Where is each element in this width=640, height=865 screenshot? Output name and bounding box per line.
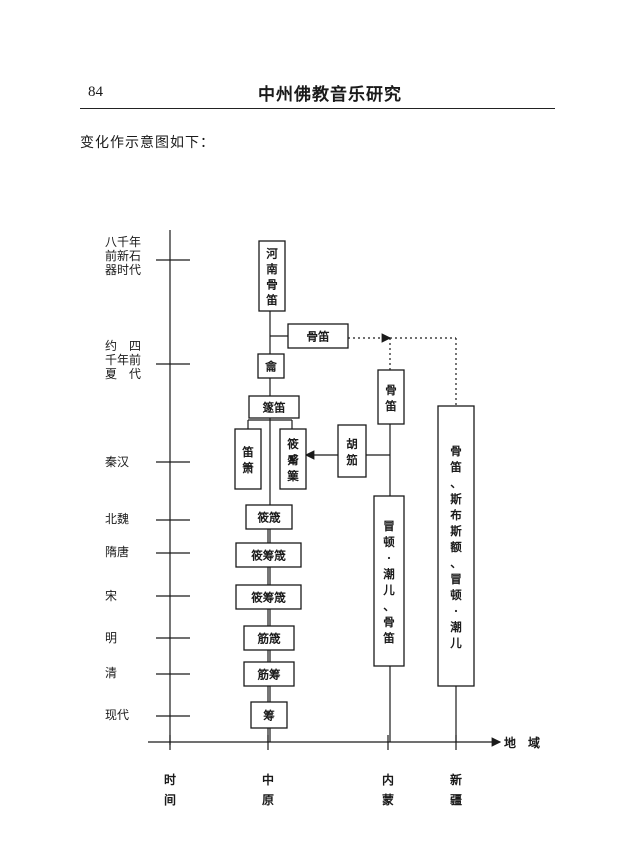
region-column-label: 时 — [164, 772, 176, 787]
instrument-box-label: 冒顿·潮儿、骨笛 — [382, 519, 395, 645]
instrument-box: 筱筬 — [245, 504, 293, 530]
instrument-box: 龠 — [257, 353, 285, 379]
book-title: 中州佛教音乐研究 — [258, 85, 402, 105]
time-period-label: 清 — [105, 666, 117, 680]
time-period-label: 约 四 — [105, 338, 141, 353]
instrument-box-label: 骨笛、斯布斯额、冒顿·潮儿 — [449, 444, 462, 650]
region-column-label: 原 — [262, 793, 274, 807]
time-period-label: 宋 — [105, 588, 117, 603]
instrument-box-label: 筱筹筬 — [251, 549, 286, 563]
instrument-boxes: 河南骨笛骨笛龠篴笛笛箫筱觱篥胡笳骨笛骨笛、斯布斯额、冒顿·潮儿筱筬筱筹筬筱筹筬筋… — [234, 240, 475, 729]
instrument-box: 骨笛、斯布斯额、冒顿·潮儿 — [437, 405, 475, 687]
instrument-box-label: 筋筹 — [257, 668, 281, 682]
region-column-label: 中 — [262, 772, 274, 787]
region-axis-label: 地 域 — [504, 735, 540, 750]
instrument-box-label: 河南骨笛 — [265, 247, 278, 308]
time-period-label: 千年前 — [105, 352, 141, 367]
region-column-label: 间 — [164, 792, 176, 807]
instrument-box: 冒顿·潮儿、骨笛 — [373, 495, 405, 667]
instrument-box-label: 筹 — [263, 709, 275, 723]
time-period-label: 秦汉 — [105, 455, 129, 469]
instrument-box: 河南骨笛 — [258, 240, 286, 312]
time-period-label: 北魏 — [105, 511, 129, 526]
instrument-box-frame — [337, 424, 367, 478]
time-period-label: 夏 代 — [105, 367, 141, 381]
instrument-box: 筱觱篥 — [279, 428, 307, 490]
instrument-box: 筹 — [250, 701, 288, 729]
region-column-label: 蒙 — [382, 792, 394, 807]
time-period-label: 前新石 — [105, 248, 141, 263]
instrument-box-label: 骨笛 — [307, 330, 330, 344]
instrument-box-label: 筱筹筬 — [251, 591, 286, 605]
page-number: 84 — [88, 84, 103, 100]
instrument-box: 筋筬 — [243, 625, 295, 651]
instrument-box-frame — [235, 542, 302, 568]
time-period-label: 隋唐 — [105, 544, 129, 559]
region-column-label: 内 — [382, 772, 394, 787]
instrument-box-frame — [257, 353, 285, 379]
intro-text: 变化作示意图如下： — [80, 135, 215, 151]
instrument-box-frame — [373, 495, 405, 667]
region-column-label: 新 — [450, 772, 462, 787]
instrument-box-label: 龠 — [264, 360, 277, 374]
instrument-box-frame — [258, 240, 286, 312]
instrument-box-frame — [437, 405, 475, 687]
header-rule — [80, 108, 555, 109]
instrument-box-label: 筱筬 — [258, 511, 281, 525]
time-period-label: 明 — [105, 631, 117, 645]
instrument-box-frame — [235, 584, 302, 610]
instrument-box-frame — [377, 369, 405, 425]
instrument-box-frame — [243, 625, 295, 651]
instrument-box-label: 笛箫 — [241, 445, 254, 475]
instrument-box-frame — [245, 504, 293, 530]
instrument-box-label: 筱觱篥 — [286, 437, 299, 483]
instrument-box: 筋筹 — [243, 661, 295, 687]
instrument-box-frame — [243, 661, 295, 687]
instrument-box: 篴笛 — [248, 395, 300, 419]
time-period-label: 器时代 — [105, 263, 141, 277]
region-column-label: 疆 — [450, 793, 462, 807]
instrument-box: 筱筹筬 — [235, 584, 302, 610]
instrument-box: 骨笛 — [287, 323, 349, 349]
instrument-box-frame — [234, 428, 262, 490]
instrument-box-frame — [250, 701, 288, 729]
instrument-box: 筱筹筬 — [235, 542, 302, 568]
instrument-box-label: 篴笛 — [263, 401, 286, 415]
instrument-box-frame — [248, 395, 300, 419]
instrument-box-frame — [279, 428, 307, 490]
instrument-box-frame — [287, 323, 349, 349]
instrument-box-label: 胡笳 — [346, 437, 358, 467]
time-period-label: 现代 — [105, 708, 129, 722]
instrument-box: 笛箫 — [234, 428, 262, 490]
instrument-box: 胡笳 — [337, 424, 367, 478]
time-period-label: 八千年 — [105, 235, 141, 249]
instrument-box-label: 骨笛 — [384, 383, 397, 413]
instrument-box: 骨笛 — [377, 369, 405, 425]
instrument-box-label: 筋筬 — [257, 632, 281, 646]
